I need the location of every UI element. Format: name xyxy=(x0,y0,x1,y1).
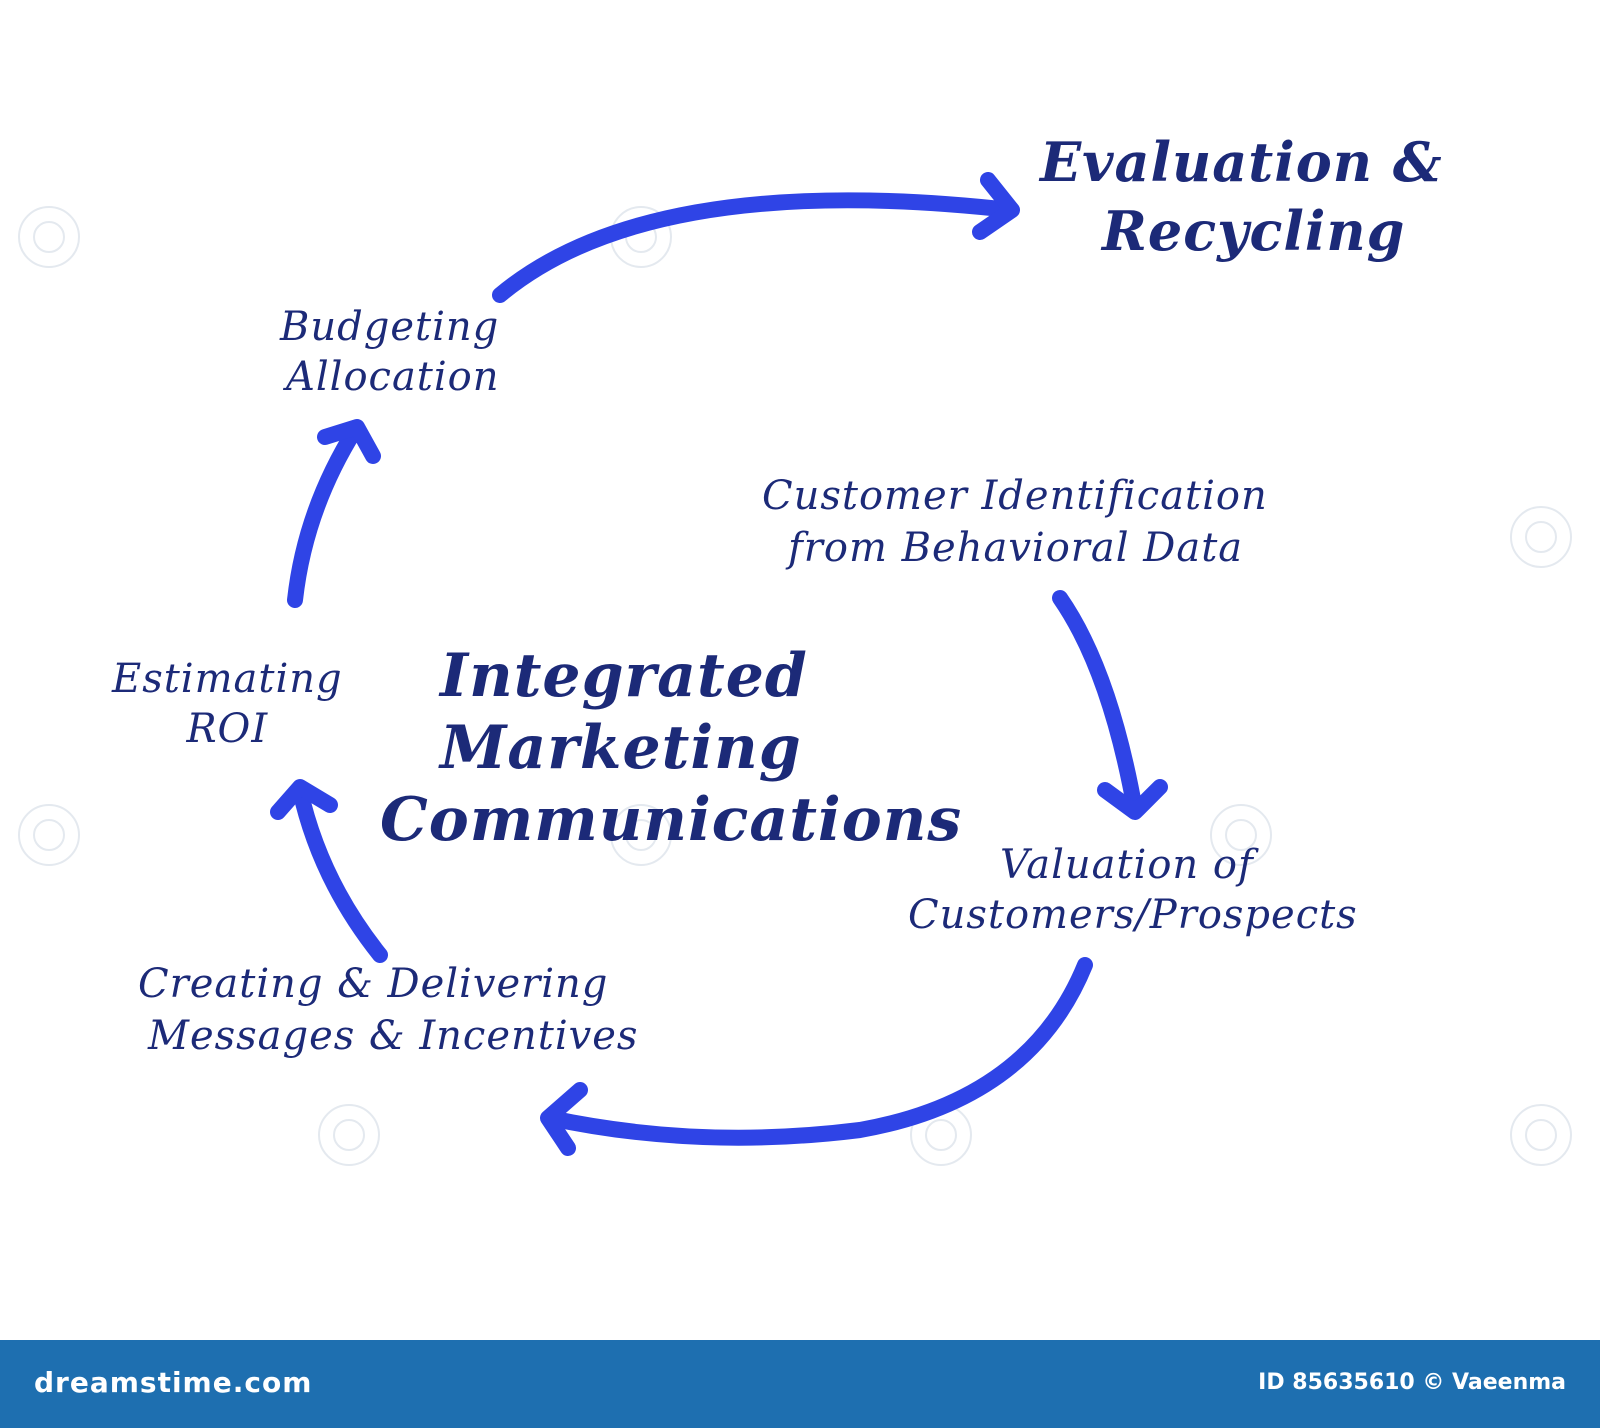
watermark-icon xyxy=(1210,804,1272,866)
arrow-customer-to-valuation xyxy=(1052,590,1143,818)
step-estimating-line-1: Estimating xyxy=(112,656,343,702)
arrow-estimating-to-budgeting-head xyxy=(317,419,381,464)
arrow-valuation-to-creating xyxy=(542,957,1093,1146)
step-estimating-line-2: ROI xyxy=(186,706,269,752)
step-evaluation: Evaluation & Recycling xyxy=(1040,128,1443,266)
step-evaluation-line-2: Recycling xyxy=(1102,199,1406,264)
arrow-valuation-to-creating-head xyxy=(540,1082,588,1156)
step-valuation-line-2: Customers/Prospects xyxy=(908,892,1358,938)
step-creating-line-1: Creating & Delivering xyxy=(138,961,609,1007)
step-valuation-line-1: Valuation of xyxy=(1000,842,1254,888)
watermark-icon xyxy=(318,1104,380,1166)
step-budgeting: Budgeting Allocation xyxy=(280,302,500,402)
step-customer-identification-line-1: Customer Identification xyxy=(762,473,1268,519)
cycle-diagram: Integrated Marketing Communications Eval… xyxy=(18,128,1572,1166)
step-estimating: Estimating ROI xyxy=(112,654,343,754)
step-creating: Creating & Delivering Messages & Incenti… xyxy=(138,958,638,1062)
watermark-icon xyxy=(18,206,80,268)
center-title: Integrated Marketing Communications xyxy=(380,640,962,856)
arrow-budgeting-to-evaluation xyxy=(492,192,1018,303)
step-evaluation-line-1: Evaluation & xyxy=(1040,130,1443,194)
watermark-icon xyxy=(1510,1104,1572,1166)
cycle-arrows xyxy=(270,172,1168,1156)
footer-bar: dreamstime.com ID 85635610 © Vaeenma xyxy=(0,1340,1600,1428)
arrow-creating-to-estimating xyxy=(292,782,388,963)
arrow-estimating-to-budgeting xyxy=(287,422,363,608)
step-customer-identification-line-2: from Behavioral Data xyxy=(788,525,1244,571)
arrow-creating-to-estimating-head xyxy=(270,779,338,820)
brand-logo[interactable]: dreamstime.com xyxy=(34,1366,313,1399)
photo-id: ID 85635610 © Vaeenma xyxy=(1258,1370,1566,1395)
center-title-line-2: Marketing xyxy=(440,713,802,783)
arrow-customer-to-valuation-head xyxy=(1097,779,1168,820)
center-title-line-1: Integrated xyxy=(440,641,808,711)
step-valuation: Valuation of Customers/Prospects xyxy=(908,840,1358,940)
watermark-icon xyxy=(1510,506,1572,568)
center-title-line-3: Communications xyxy=(380,785,963,855)
watermark-icon xyxy=(18,804,80,866)
step-budgeting-line-1: Budgeting xyxy=(280,304,500,350)
step-creating-line-2: Messages & Incentives xyxy=(148,1013,639,1059)
step-customer-identification: Customer Identification from Behavioral … xyxy=(762,470,1268,574)
step-budgeting-line-2: Allocation xyxy=(286,354,500,400)
watermark-icon xyxy=(610,804,672,866)
arrow-budgeting-to-evaluation-head xyxy=(972,172,1020,240)
